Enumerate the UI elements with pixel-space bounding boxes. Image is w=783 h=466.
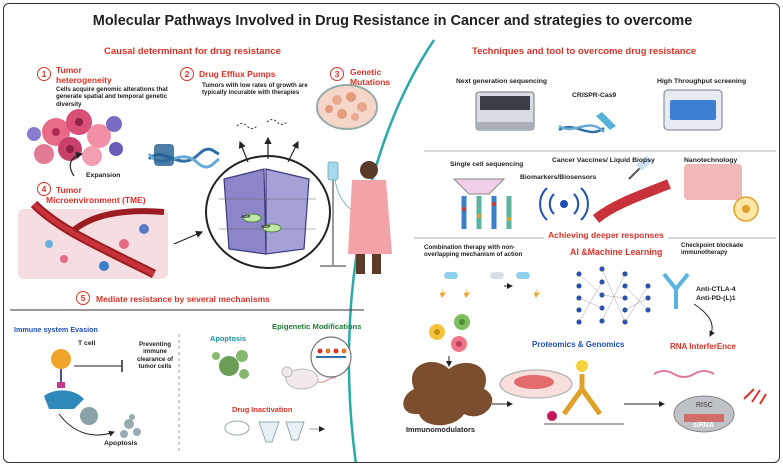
item-3-title-line1: Genetic — [350, 67, 382, 77]
item-4-title-line2: Microenvironment (TME) — [46, 195, 146, 205]
sirna-label: siRNA — [693, 422, 715, 429]
causal-heading: Causal determinant for drug resistance — [104, 46, 281, 57]
lab-mouse — [281, 366, 337, 390]
apoptosis-heading: Apoptosis — [210, 334, 247, 343]
neural-network — [576, 266, 651, 325]
liquid-biopsy-vessel — [592, 155, 671, 223]
rnai-label: RNA InterferEnce — [670, 342, 736, 351]
t-cell-label: T cell — [78, 340, 96, 347]
immune-apoptosis-label: Apoptosis — [104, 440, 138, 447]
risc-complex — [653, 370, 767, 433]
patient-iv-illustration — [320, 161, 392, 274]
step-4-badge: 4 — [37, 182, 51, 196]
immunomodulator-cells — [403, 314, 493, 426]
figure-frame: Molecular Pathways Involved in Drug Resi… — [3, 3, 780, 463]
single-cell-sequencing — [452, 178, 512, 229]
immune-evasion-heading: Immune system Evasion — [14, 325, 98, 334]
step-2-badge: 2 — [180, 67, 194, 81]
ngs-label: Next generation sequencing — [456, 78, 548, 85]
petri-dish — [316, 84, 378, 130]
anti-ctla4-label: Anti-CTLA-4 — [696, 286, 736, 293]
checkpoint-antibody — [662, 272, 715, 337]
item-4-title-line1: Tumor — [56, 185, 82, 195]
item-1-title-line2: heterogeneity — [56, 75, 112, 85]
ai-ml-label: AI &Machine Learning — [570, 247, 663, 257]
single-cell-label: Single cell sequencing — [450, 161, 524, 168]
step-3-badge: 3 — [330, 67, 344, 81]
combination-pills — [440, 272, 540, 298]
crispr-label: CRISPR-Cas9 — [572, 92, 617, 99]
preventing-clearance-text: Preventing immune clearance of tumor cel… — [136, 341, 174, 370]
apoptosis-cells — [212, 350, 249, 379]
step-1-badge: 1 — [37, 67, 51, 81]
blood-vessel — [18, 200, 168, 279]
dna-helix — [147, 144, 220, 169]
biomarkers-label: Biomarkers/Biosensors — [520, 174, 597, 181]
illustration-layer — [10, 39, 776, 462]
item-1-desc: Cells acquire genomic alterations that g… — [56, 86, 168, 108]
checkpoint-label: Checkpoint blockade immunotherapy — [681, 242, 744, 257]
epigenetic-heading: Epigenetic Modifications — [272, 322, 362, 331]
figure-title: Molecular Pathways Involved in Drug Resi… — [92, 13, 693, 29]
epigenetic-zoom — [310, 336, 352, 378]
hts-label: High Throughput screening — [657, 78, 747, 85]
nanoparticle — [684, 164, 759, 222]
item-2-title: Drug Efflux Pumps — [199, 69, 276, 79]
expansion-label: Expansion — [86, 172, 121, 179]
crispr-illustration — [558, 112, 616, 134]
immunomodulators-label: Immunomodulators — [406, 425, 475, 434]
deeper-responses-label: Achieving deeper responses — [544, 230, 668, 240]
efflux-pump — [205, 155, 331, 269]
drug-inactivation-label: Drug Inactivation — [232, 405, 293, 414]
item-2-desc: Tumors with low rates of growth are typi… — [202, 82, 308, 97]
t-cell — [44, 349, 141, 438]
hts-machine — [663, 89, 723, 131]
vaccines-label: Cancer Vaccines/ Liquid Biopsy — [552, 157, 655, 164]
combination-therapy-text: Combination therapy with non-overlapping… — [424, 244, 523, 259]
biosensor-signal-icon — [539, 187, 589, 221]
proteomics-genomics-label: Proteomics & Genomics — [532, 340, 625, 349]
techniques-heading: Techniques and tool to overcome drug res… — [472, 46, 697, 57]
proteomics-illustration — [492, 360, 665, 425]
drug-inactivation-icons — [224, 420, 325, 443]
risc-label: RISC — [696, 402, 713, 409]
ngs-machine — [475, 91, 535, 131]
item-1-title-line1: Tumor — [56, 65, 82, 75]
pump-label-adp-1: ADP — [241, 214, 251, 219]
item-3-title-line2: Mutations — [350, 77, 391, 87]
anti-pdl1-label: Anti-PD-(L)1 — [696, 295, 736, 302]
step-5-badge: 5 — [76, 291, 90, 305]
item-5-title: Mediate resistance by several mechanisms — [96, 294, 270, 304]
pump-label-adp-2: ADP — [261, 224, 271, 229]
nanotech-label: Nanotechnology — [684, 157, 738, 164]
